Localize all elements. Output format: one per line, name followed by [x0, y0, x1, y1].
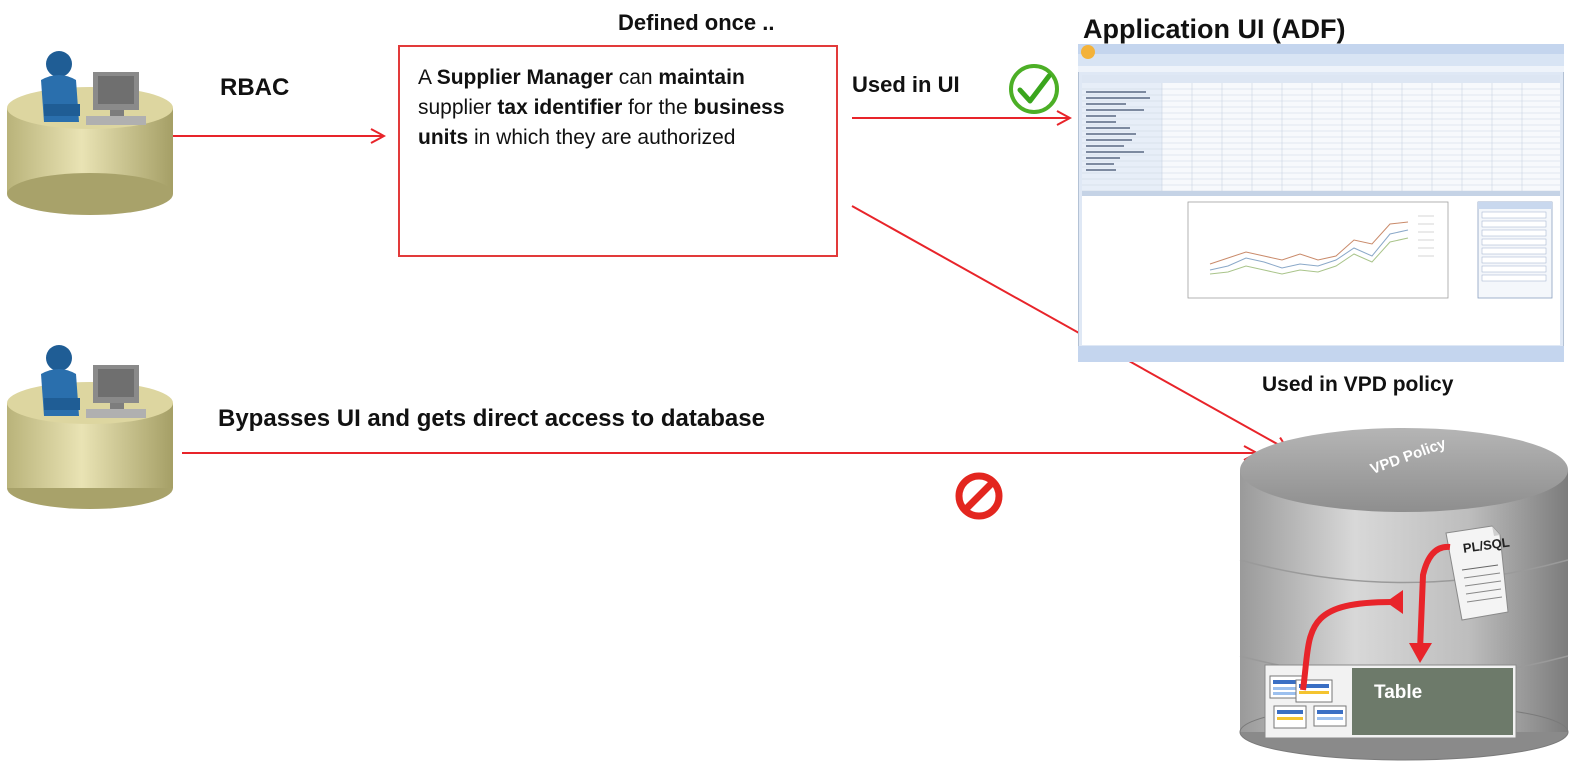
check-icon [1009, 64, 1059, 114]
rbac-label: RBAC [220, 74, 290, 101]
rule-text: can [612, 66, 659, 89]
red-curved-arrow-to-lock-rendered [1300, 599, 1393, 691]
rule-text: A [418, 66, 437, 89]
rbac-rule-box: A Supplier Manager can maintain supplier… [398, 45, 838, 257]
used-in-ui-label: Used in UI [852, 72, 960, 97]
defined-once-label: Defined once .. [618, 10, 775, 35]
rule-text: for the [622, 96, 694, 119]
used-in-vpd-label: Used in VPD policy [1262, 373, 1454, 396]
spreadsheet-mini-chart [1187, 201, 1449, 299]
bypass-label: Bypasses UI and gets direct access to da… [218, 405, 765, 432]
rule-text: in which they are authorized [468, 126, 736, 149]
plsql-document-icon [1445, 525, 1509, 621]
arrow-rule-to-vpd [851, 205, 1288, 450]
no-entry-icon [955, 472, 1003, 520]
rule-scope: business units [418, 96, 785, 149]
spreadsheet-screenshot-icon [1078, 44, 1564, 362]
return-arrow-to-lock-final [1302, 602, 1392, 688]
application-ui-title: Application UI (ADF) [1083, 14, 1346, 44]
spreadsheet-row-grid [1082, 83, 1560, 196]
arrow-plsql-to-table-head [1409, 643, 1432, 663]
table-label: Table [1374, 682, 1423, 703]
rule-text: supplier [418, 96, 498, 119]
arrow-plsql-to-table [1417, 543, 1451, 651]
user-top-icon [7, 51, 173, 215]
rule-object: tax identifier [497, 96, 623, 119]
spreadsheet-pivot-panel [1477, 201, 1553, 299]
arrowhead-pointing-left [1386, 590, 1403, 614]
rule-action: maintain [658, 66, 745, 89]
user-bottom-icon [7, 345, 173, 509]
table-grid-icon [1269, 675, 1347, 729]
rule-role: Supplier Manager [436, 66, 613, 89]
